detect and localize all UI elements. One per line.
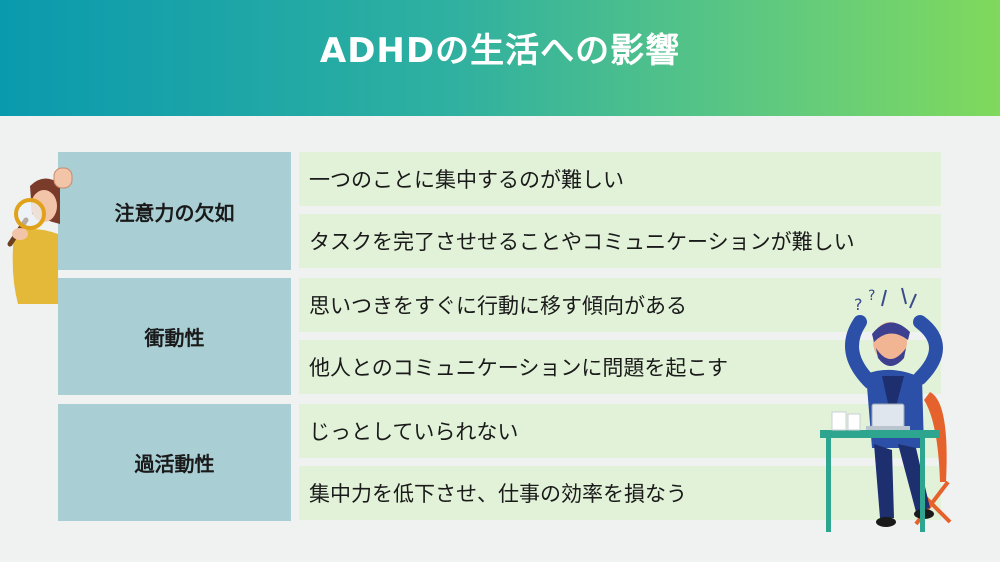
category-label: 過活動性 <box>134 452 215 476</box>
item-text: 思いつきをすぐに行動に移す傾向がある <box>309 294 687 318</box>
list-item: 思いつきをすぐに行動に移す傾向がある <box>299 278 941 332</box>
item-text: じっとしていられない <box>309 420 519 444</box>
list-item: じっとしていられない <box>299 404 941 458</box>
list-item: タスクを完了させせることやコミュニケーションが難しい <box>299 214 941 268</box>
svg-text:?: ? <box>868 288 875 304</box>
svg-text:?: ? <box>854 295 863 314</box>
category-label: 注意力の欠如 <box>114 200 235 225</box>
list-item: 集中力を低下させ、仕事の効率を損なう <box>299 466 941 520</box>
list-item: 一つのことに集中するのが難しい <box>299 152 941 206</box>
page-title: ADHDの生活への影響 <box>319 30 681 71</box>
item-text: 他人とのコミュニケーションに問題を起こす <box>309 356 728 380</box>
category-impulsivity: 衝動性 <box>58 278 291 395</box>
category-hyperactivity: 過活動性 <box>58 404 291 521</box>
item-text: 一つのことに集中するのが難しい <box>309 168 624 192</box>
header-banner: ADHDの生活への影響 <box>0 0 1000 116</box>
person-with-magnifying-glass-icon <box>7 167 73 304</box>
stressed-man-at-desk-icon: ? ? <box>820 287 952 532</box>
list-item: 他人とのコミュニケーションに問題を起こす <box>299 340 941 394</box>
category-inattention: 注意力の欠如 <box>58 152 291 270</box>
category-label: 衝動性 <box>144 326 205 350</box>
item-text: タスクを完了させせることやコミュニケーションが難しい <box>309 230 855 254</box>
item-text: 集中力を低下させ、仕事の効率を損なう <box>309 482 687 506</box>
